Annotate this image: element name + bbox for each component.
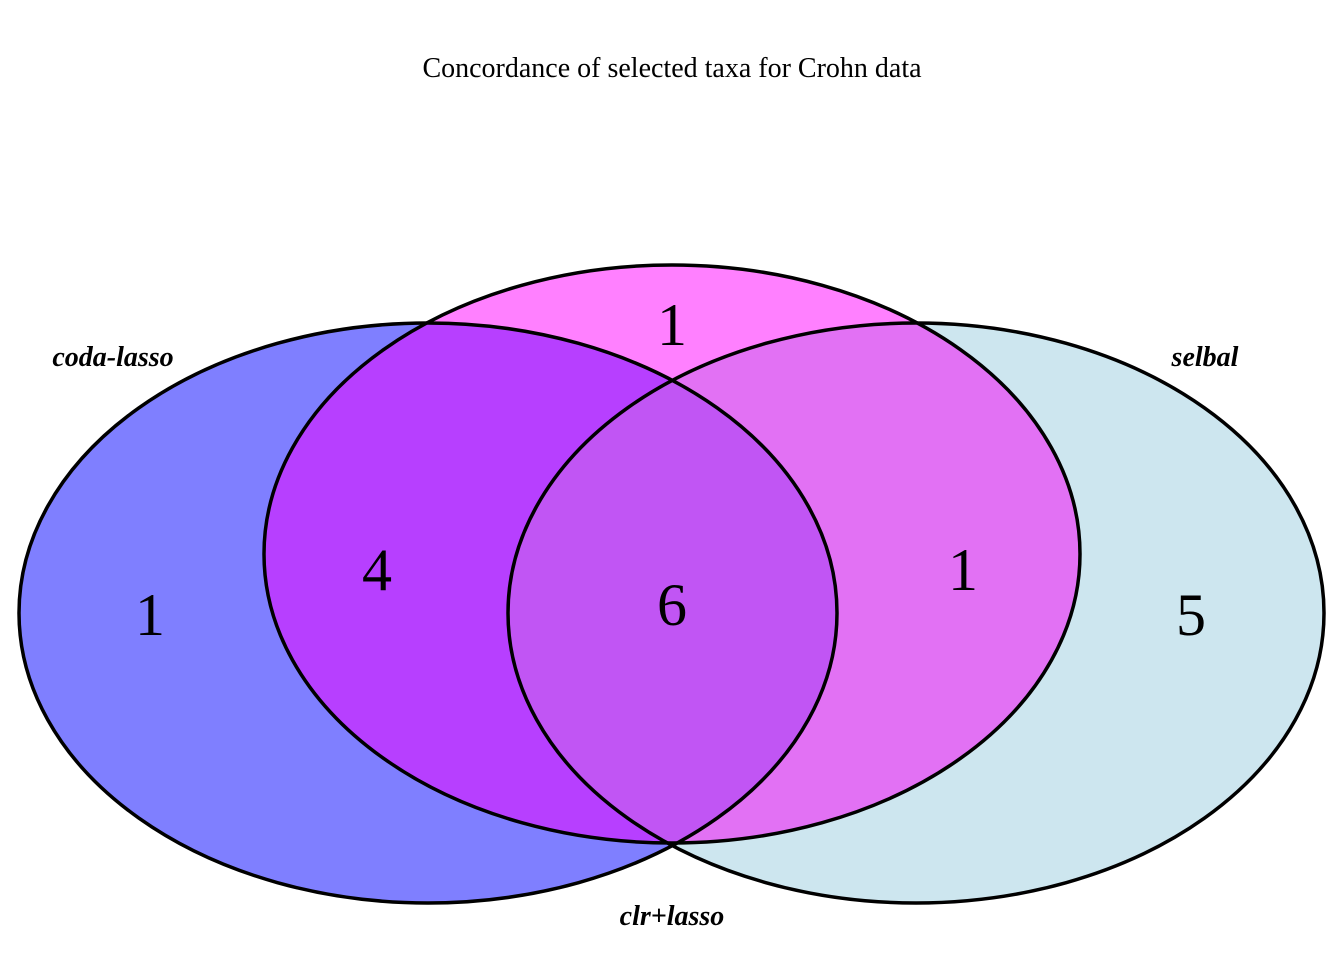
count-clr-lasso-only: 1 bbox=[657, 292, 687, 358]
count-coda-lasso-only: 1 bbox=[135, 582, 165, 648]
count-clr-lasso-and-selbal: 1 bbox=[948, 537, 978, 603]
set-label-selbal: selbal bbox=[1171, 342, 1239, 373]
set-label-coda-lasso: coda-lasso bbox=[52, 342, 173, 373]
count-selbal-only: 5 bbox=[1176, 582, 1206, 648]
count-all-three: 6 bbox=[657, 572, 687, 638]
set-label-clr-lasso: clr+lasso bbox=[620, 901, 725, 932]
diagram-title: Concordance of selected taxa for Crohn d… bbox=[422, 53, 922, 84]
count-coda-lasso-and-clr-lasso: 4 bbox=[362, 537, 392, 603]
region-fill-all-three bbox=[508, 323, 837, 843]
set-outline-clr-lasso bbox=[262, 263, 1082, 845]
